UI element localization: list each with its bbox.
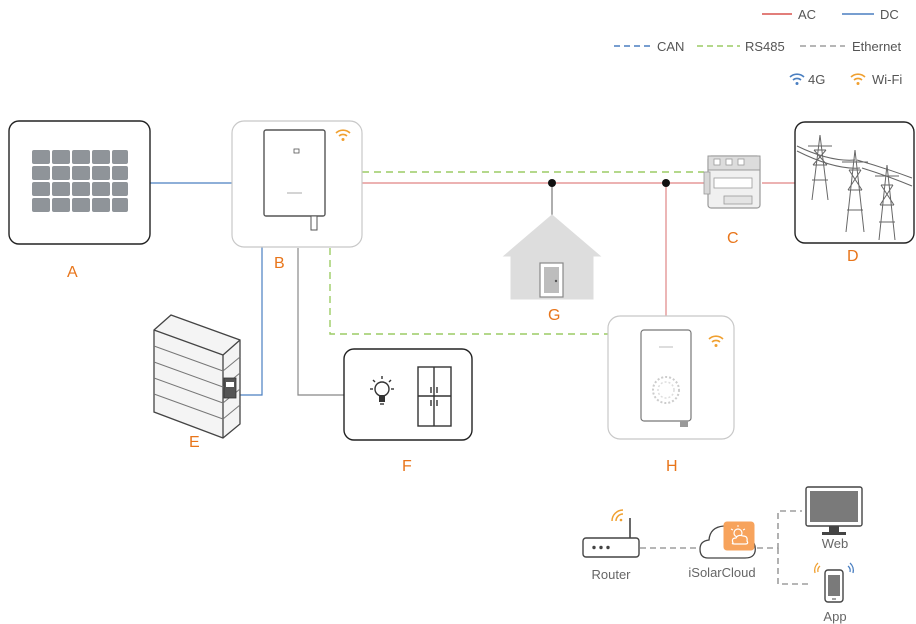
legend-dc-label: DC	[880, 7, 899, 22]
ev-charger	[607, 315, 735, 440]
transmission-tower-icon	[796, 134, 913, 241]
battery-stack-icon	[153, 314, 241, 439]
inverter-icon	[263, 129, 326, 231]
pv-panel	[8, 120, 151, 245]
label-c: C	[727, 230, 739, 247]
power-grid	[794, 121, 915, 244]
light-bulb-icon	[370, 376, 394, 405]
wifi-icon	[817, 565, 821, 573]
weather-icon	[730, 525, 749, 545]
wifi-icon	[335, 129, 351, 141]
connections	[150, 171, 812, 585]
label-h: H	[666, 458, 678, 475]
monitor-icon	[805, 486, 863, 535]
legend-rs485-label: RS485	[745, 39, 785, 54]
cloud-icon	[699, 521, 756, 559]
charger-icon	[640, 329, 692, 427]
router-icon	[582, 509, 640, 558]
solar-panel-icon	[32, 150, 128, 212]
label-a: A	[67, 264, 78, 281]
legend-ac-label: AC	[798, 7, 816, 22]
smart-meter-icon	[703, 155, 761, 209]
ethernet-line-app	[777, 548, 812, 585]
house-icon	[502, 214, 602, 300]
wifi-icon	[708, 335, 724, 347]
cloud-label: iSolarCloud	[688, 565, 755, 580]
app-label: App	[823, 609, 846, 624]
web-label: Web	[822, 536, 849, 551]
legend-4g-icon	[789, 73, 805, 85]
legend: AC DC CAN RS485 Ethernet 4G Wi-Fi	[614, 7, 902, 87]
legend-ethernet-label: Ethernet	[852, 39, 902, 54]
hybrid-inverter	[231, 120, 363, 248]
label-g: G	[548, 307, 560, 324]
dc-line-battery	[240, 247, 263, 396]
refrigerator-icon	[417, 366, 452, 427]
phone-icon	[814, 562, 854, 603]
backup-loads	[343, 348, 473, 441]
junction-dot	[548, 179, 556, 187]
line-loads	[297, 248, 344, 396]
junction-dot	[662, 179, 670, 187]
label-e: E	[189, 434, 200, 451]
legend-wifi-label: Wi-Fi	[872, 72, 902, 87]
label-d: D	[847, 248, 859, 265]
legend-4g-label: 4G	[808, 72, 825, 87]
label-b: B	[274, 255, 285, 272]
legend-wifi-icon	[850, 73, 866, 85]
ethernet-line-web	[757, 510, 802, 549]
legend-can-label: CAN	[657, 39, 684, 54]
4g-icon	[847, 565, 851, 573]
router-label: Router	[591, 567, 631, 582]
rs485-line-charger	[329, 248, 608, 335]
label-f: F	[402, 458, 412, 475]
